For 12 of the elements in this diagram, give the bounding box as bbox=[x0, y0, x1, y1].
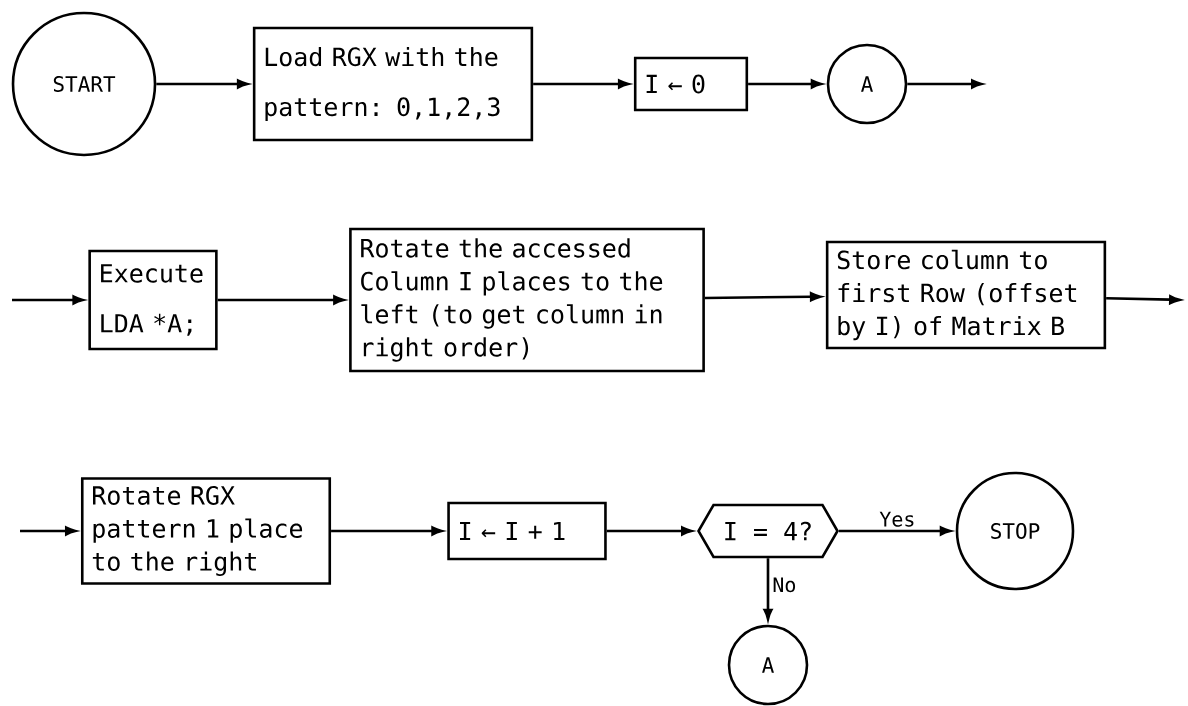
edge-label: Yes bbox=[879, 511, 914, 527]
process-box: Load RGX with the pattern: 0,1,2,3 bbox=[252, 26, 534, 142]
arrow bbox=[839, 526, 952, 536]
process-box: I ← I + 1 bbox=[447, 501, 607, 561]
arrow bbox=[748, 79, 823, 89]
process-box: Rotate RGX pattern 1 place to the right bbox=[80, 477, 332, 585]
edge-label: No bbox=[773, 577, 796, 593]
process-box: Execute LDA *A; bbox=[88, 249, 218, 351]
process-box: I ← 0 bbox=[633, 56, 749, 112]
process-box: Store column to first Row (offset by I) of Matrix B bbox=[825, 240, 1107, 350]
decision-hexagon: I = 4? bbox=[697, 503, 839, 559]
process-box: Rotate the accessed Column I places to the left (to get column in right order) bbox=[349, 227, 705, 373]
